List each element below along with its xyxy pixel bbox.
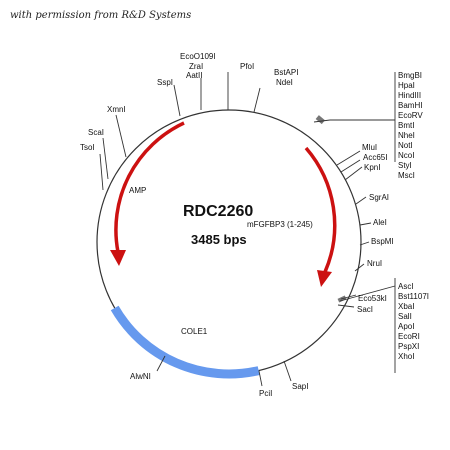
site-label-xhoi: XhoI xyxy=(398,352,414,361)
amp-arrow-arc xyxy=(114,121,185,253)
site-label-tsoi: TsoI xyxy=(80,143,95,152)
site-label-xmni: XmnI xyxy=(107,105,126,114)
cole1-label: COLE1 xyxy=(181,327,208,336)
site-label-scai: ScaI xyxy=(88,128,104,137)
site-label-acc65i: Acc65I xyxy=(363,153,387,162)
site-label-ecori: EcoRI xyxy=(398,332,420,341)
cole1-feature-arc xyxy=(110,305,260,379)
amp-label: AMP xyxy=(129,186,146,195)
site-label-aatii: AatII xyxy=(186,71,202,80)
site-label-styi: StyI xyxy=(398,161,412,170)
site-label-sapi: SapI xyxy=(292,382,308,391)
site-label-alwni: AlwNI xyxy=(130,372,151,381)
site-ticks xyxy=(99,72,396,387)
site-label-ecorv: EcoRV xyxy=(398,111,423,120)
site-label-hindiii: HindIII xyxy=(398,91,421,100)
credit-text: with permission from R&D Systems xyxy=(10,10,192,21)
site-label-pfoi: PfoI xyxy=(240,62,254,71)
site-label-bmti: BmtI xyxy=(398,121,414,130)
insert-arrowhead xyxy=(317,270,332,287)
plasmid-size: 3485 bps xyxy=(191,232,247,247)
site-label-eco53ki: Eco53kI xyxy=(358,294,387,303)
site-label-noti: NotI xyxy=(398,141,413,150)
site-label-bamhi: BamHI xyxy=(398,101,422,110)
site-label-sgrai: SgrAI xyxy=(369,193,389,202)
amp-arrowhead xyxy=(110,250,126,266)
site-label-pcii: PciI xyxy=(259,389,272,398)
site-label-bst1107i: Bst1107I xyxy=(398,292,429,301)
site-label-hpai: HpaI xyxy=(398,81,415,90)
site-label-bstapi: BstAPI xyxy=(274,68,298,77)
site-label-sspi: SspI xyxy=(157,78,173,87)
site-label-sali: SalI xyxy=(398,312,412,321)
insert-arrow-arc xyxy=(304,146,337,273)
site-label-saci: SacI xyxy=(357,305,373,314)
site-label-ecoo109i: EcoO109I xyxy=(180,52,216,61)
site-label-pspxi: PspXI xyxy=(398,342,419,351)
site-label-asci: AscI xyxy=(398,282,414,291)
site-label-zrai: ZraI xyxy=(189,62,203,71)
site-labels: EcoO109I ZraI AatII PfoI BstAPI NdeI Ssp… xyxy=(80,52,429,398)
site-label-alei: AleI xyxy=(373,218,387,227)
mcs-mark-1 xyxy=(315,115,325,125)
plasmid-name: RDC2260 xyxy=(183,203,253,220)
site-label-kpni: KpnI xyxy=(364,163,380,172)
site-label-apoi: ApoI xyxy=(398,322,414,331)
site-label-xbai: XbaI xyxy=(398,302,414,311)
site-label-nhei: NheI xyxy=(398,131,415,140)
site-label-ndei: NdeI xyxy=(276,78,293,87)
site-label-nrui: NruI xyxy=(367,259,382,268)
site-label-bmgbi: BmgBI xyxy=(398,71,422,80)
site-label-ncoi: NcoI xyxy=(398,151,414,160)
site-label-bspmi: BspMI xyxy=(371,237,394,246)
site-label-msci: MscI xyxy=(398,171,415,180)
site-label-mlui: MluI xyxy=(362,143,377,152)
insert-label: mFGFBP3 (1-245) xyxy=(247,220,313,229)
